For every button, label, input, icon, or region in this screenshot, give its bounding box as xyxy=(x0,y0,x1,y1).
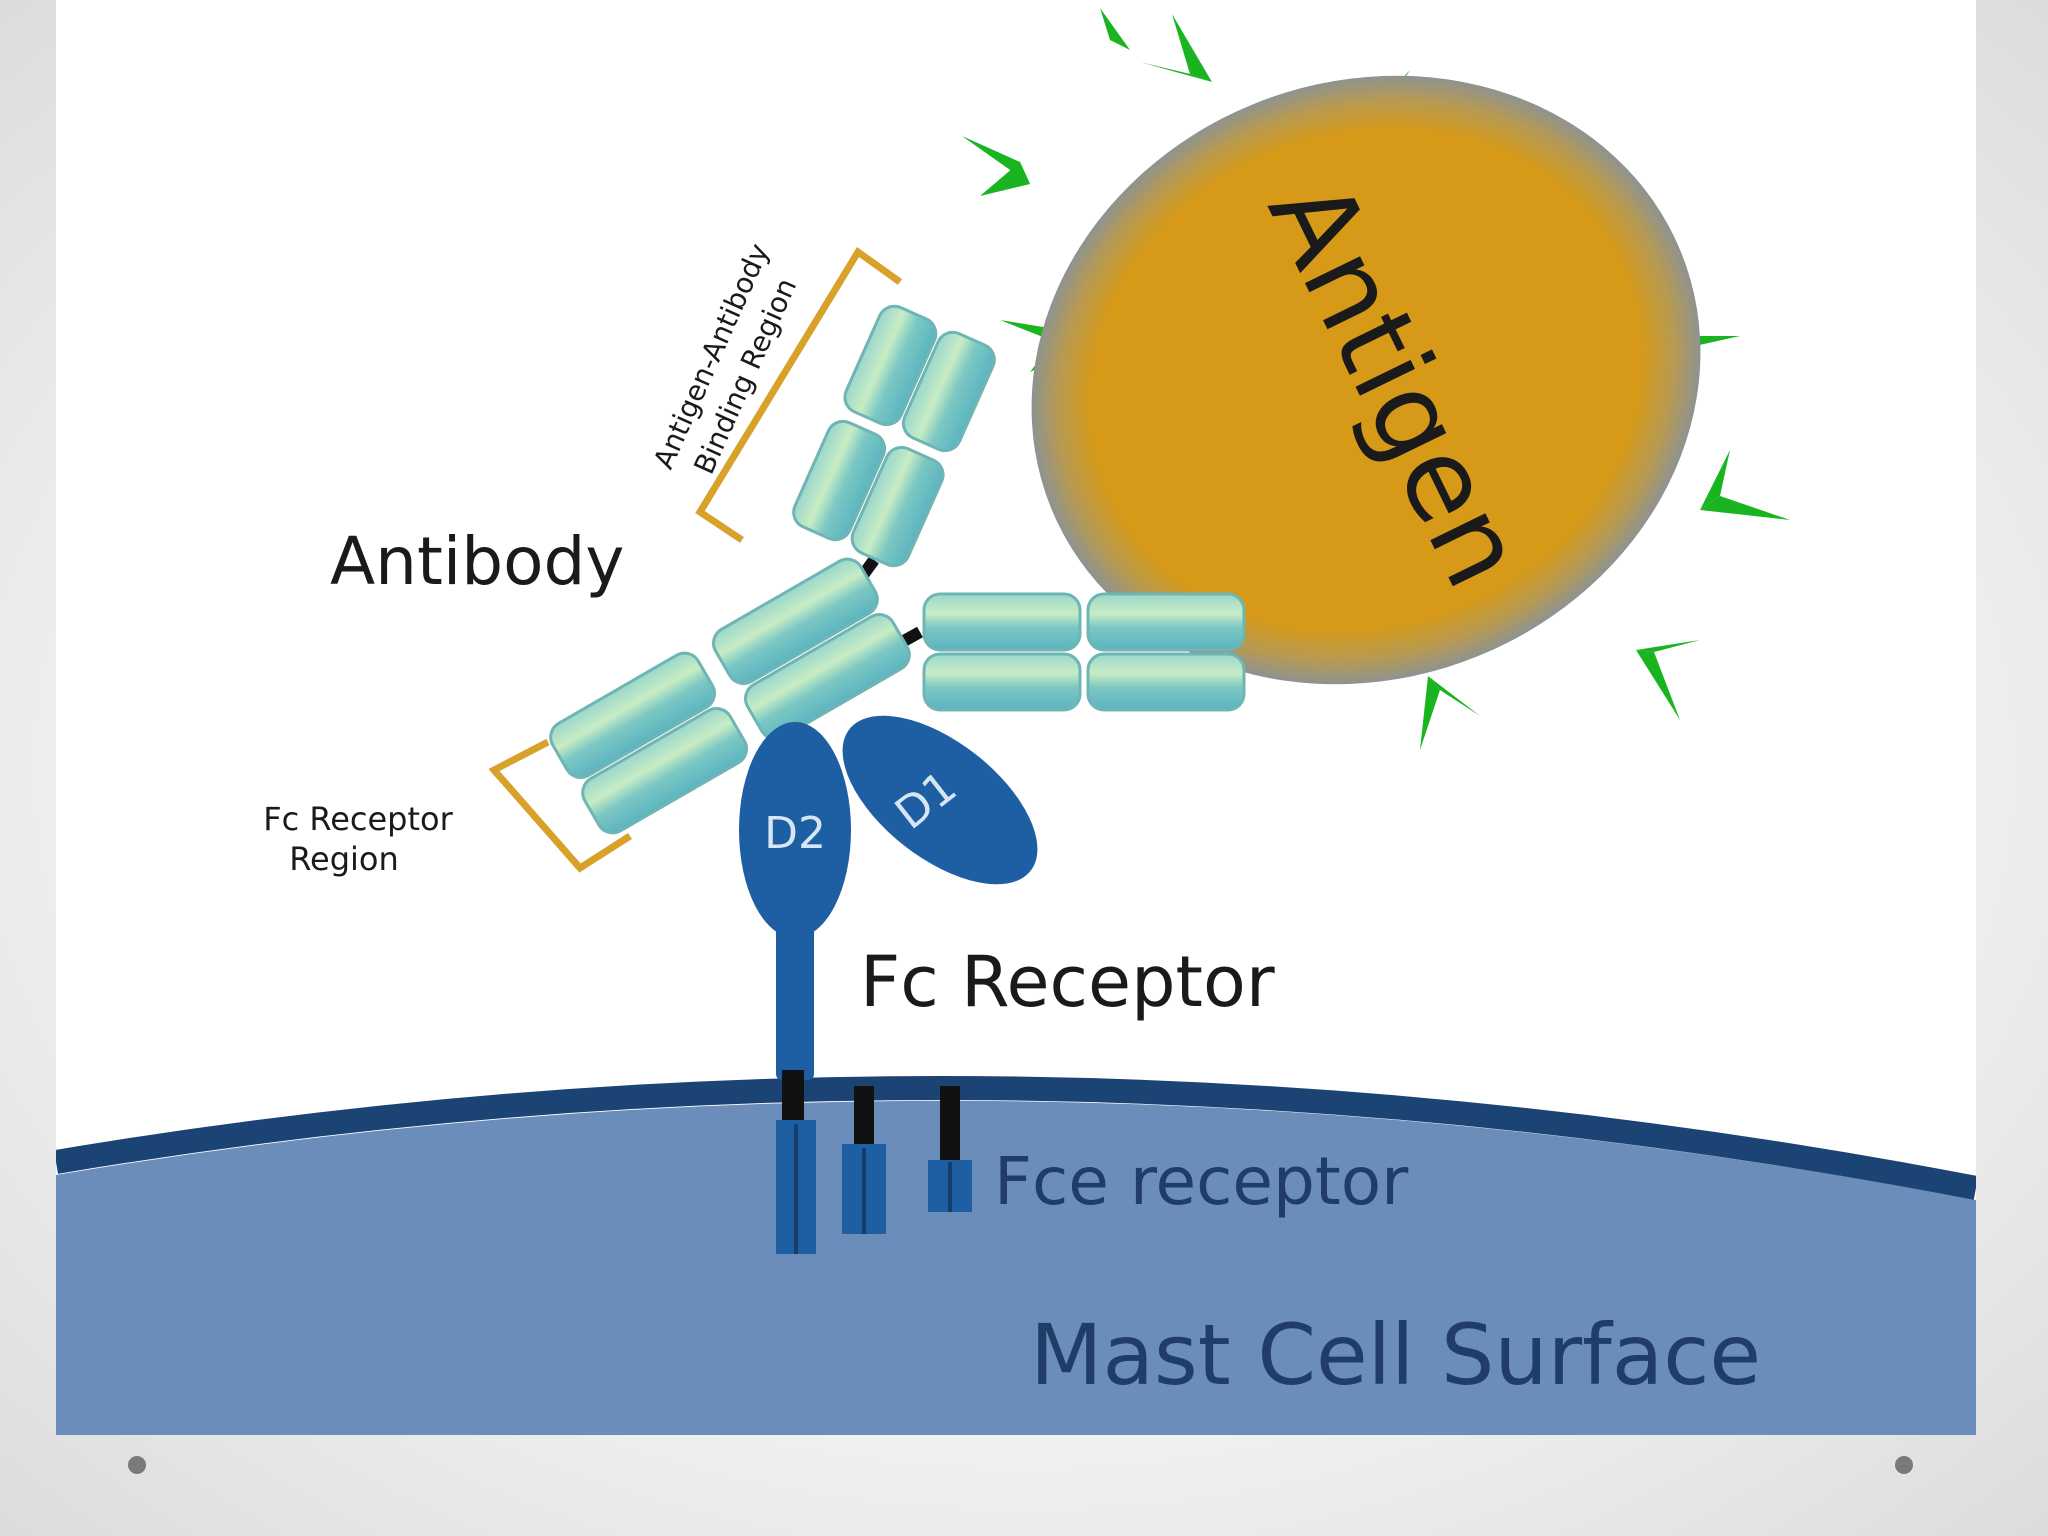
fab-arm-upper xyxy=(792,304,996,568)
mast-cell-body xyxy=(56,1100,1976,1435)
slide-dot-left xyxy=(128,1456,146,1474)
cell-membrane xyxy=(56,1076,1976,1200)
fc-region-label-line1: Fc Receptor xyxy=(263,800,453,838)
antibody-label: Antibody xyxy=(330,523,624,600)
fc-region-label-line2: Region xyxy=(289,840,399,878)
d2-domain xyxy=(739,722,851,938)
antigen: Antigen xyxy=(962,8,1790,750)
d2-label: D2 xyxy=(764,808,826,859)
fce-receptor xyxy=(776,1070,972,1254)
fc-receptor-label: Fc Receptor xyxy=(860,941,1275,1023)
fc-receptor: D2 D1 xyxy=(739,715,1038,1080)
fc-region-bracket xyxy=(488,738,632,873)
antibody xyxy=(549,304,1246,835)
fc-stem xyxy=(549,557,911,835)
slide-dot-right xyxy=(1895,1456,1913,1474)
fc-receptor-stalk xyxy=(776,900,814,1080)
d1-domain xyxy=(842,715,1038,885)
fce-receptor-label: Fce receptor xyxy=(994,1143,1409,1220)
antigen-body xyxy=(1031,75,1701,685)
mast-cell-surface-label: Mast Cell Surface xyxy=(1030,1306,1761,1404)
binding-region-bracket xyxy=(695,246,903,543)
fab-arm-right xyxy=(922,592,1246,712)
